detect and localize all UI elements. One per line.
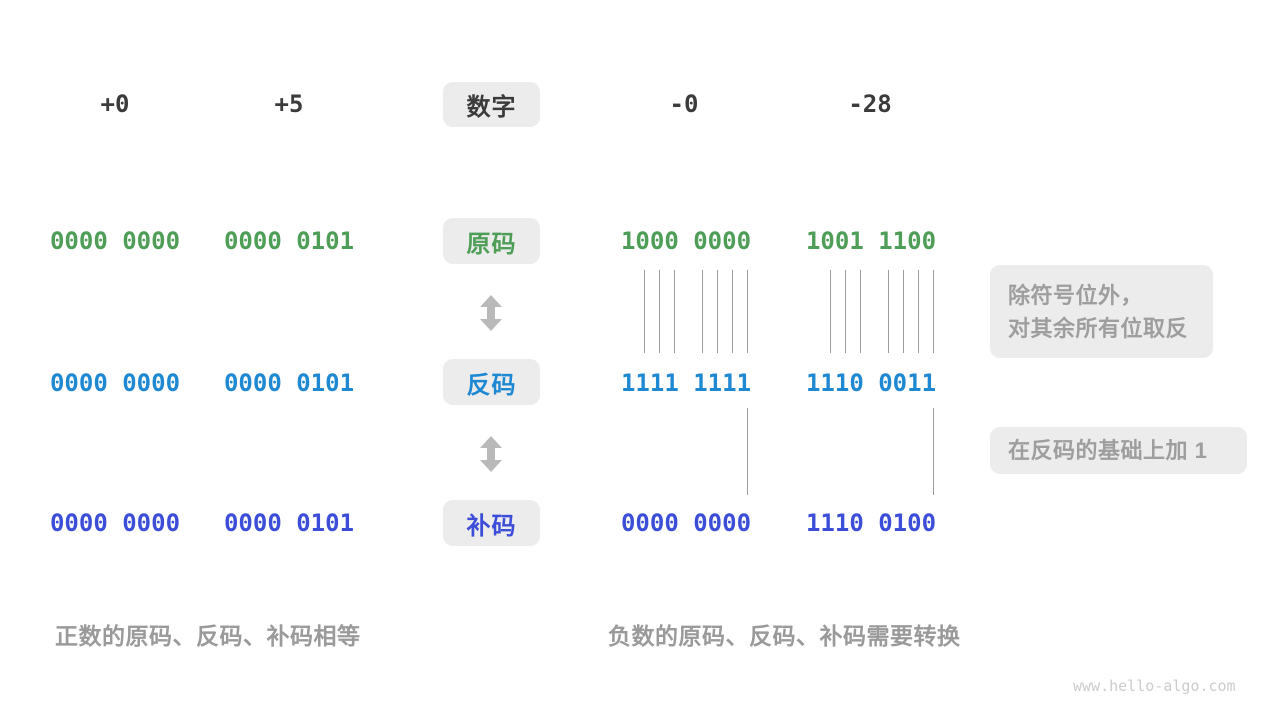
sign-magnitude-label-box: 原码	[443, 218, 540, 264]
caption-negative-numbers: 负数的原码、反码、补码需要转换	[608, 623, 961, 649]
sign-magnitude-pos-zero: 0000 0000	[49, 227, 181, 255]
header-number-neg-zero: -0	[669, 90, 699, 118]
bit-line	[903, 270, 904, 353]
bit-line	[674, 270, 675, 353]
twos-complement-pos-zero: 0000 0000	[49, 509, 181, 537]
ones-complement-pos-five: 0000 0101	[223, 369, 355, 397]
invert-annotation-line2: 对其余所有位取反	[1008, 315, 1189, 341]
bit-line	[747, 270, 748, 353]
bit-line	[933, 270, 934, 353]
add-one-annotation-text: 在反码的基础上加 1	[1008, 438, 1208, 463]
twos-complement-label-box: 补码	[443, 500, 540, 546]
bit-line	[918, 270, 919, 353]
ones-complement-neg-28: 1110 0011	[805, 369, 937, 397]
sign-magnitude-pos-five: 0000 0101	[223, 227, 355, 255]
bit-line	[732, 270, 733, 353]
bit-line	[659, 270, 660, 353]
twos-complement-neg-28: 1110 0100	[805, 509, 937, 537]
twos-complement-neg-zero: 0000 0000	[620, 509, 752, 537]
header-number-pos-zero: +0	[100, 90, 130, 118]
bit-line	[845, 270, 846, 353]
bit-line	[717, 270, 718, 353]
bit-line	[933, 408, 934, 495]
twos-complement-pos-five: 0000 0101	[223, 509, 355, 537]
header-number-pos-five: +5	[274, 90, 304, 118]
bit-line	[860, 270, 861, 353]
caption-positive-numbers: 正数的原码、反码、补码相等	[55, 623, 361, 649]
sign-magnitude-neg-zero: 1000 0000	[620, 227, 752, 255]
invert-annotation-line1: 除符号位外，	[1008, 282, 1144, 308]
bit-line	[644, 270, 645, 353]
ones-complement-pos-zero: 0000 0000	[49, 369, 181, 397]
watermark: www.hello-algo.com	[1073, 677, 1236, 695]
digit-label-box: 数字	[443, 82, 540, 127]
sign-magnitude-neg-28: 1001 1100	[805, 227, 937, 255]
bit-line	[702, 270, 703, 353]
ones-complement-neg-zero: 1111 1111	[620, 369, 752, 397]
add-one-annotation-box: 在反码的基础上加 1	[990, 427, 1247, 474]
invert-annotation-box: 除符号位外， 对其余所有位取反	[990, 265, 1213, 358]
ones-complement-label-box: 反码	[443, 359, 540, 405]
header-number-neg-28: -28	[848, 90, 892, 118]
bit-line	[747, 408, 748, 495]
convert-double-arrow-icon	[479, 295, 503, 336]
bit-line	[888, 270, 889, 353]
convert-double-arrow-icon	[479, 436, 503, 477]
bit-line	[830, 270, 831, 353]
